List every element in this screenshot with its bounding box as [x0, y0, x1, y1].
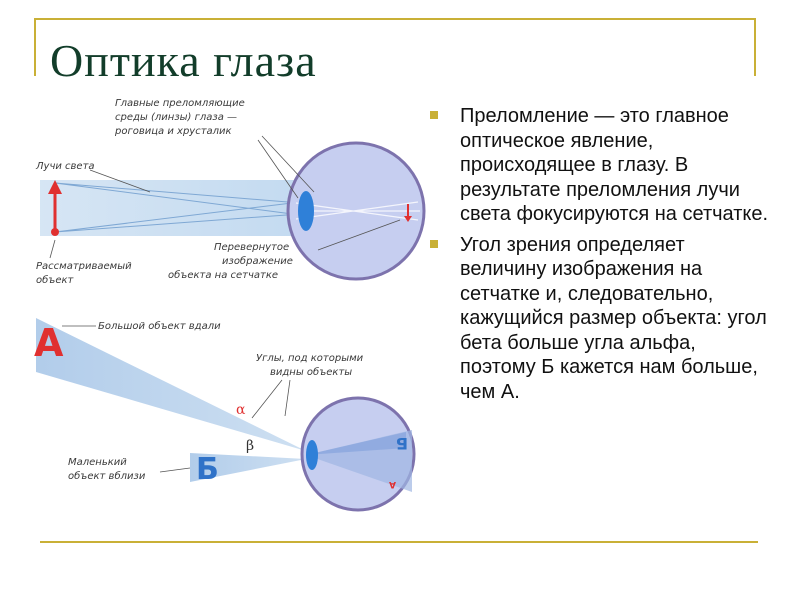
label-angles-1: Углы, под которыми — [256, 353, 364, 364]
light-beam-band — [40, 180, 300, 236]
bullet-text-visual-angle: Угол зрения определяет величину изображе… — [460, 233, 767, 403]
label-angles-2: видны объекты — [270, 366, 352, 378]
label-media-3: роговица и хрусталик — [114, 126, 232, 137]
bullet-item-visual-angle: Угол зрения определяет величину изображе… — [430, 233, 775, 405]
pointer-object — [49, 239, 56, 259]
label-big-object: Большой объект вдали — [98, 320, 221, 332]
lens-top — [298, 191, 314, 231]
label-image-2: изображение — [222, 255, 293, 267]
frame-left-line — [34, 18, 36, 76]
pointer-media — [257, 135, 315, 199]
inner-cone-small — [306, 432, 406, 455]
letter-b: Б — [196, 452, 219, 487]
bottom-eye-diagram: А Большой объект вдали Углы, под которым… — [34, 318, 416, 512]
slide-title: Оптика глаза — [50, 35, 317, 86]
frame-right-line — [754, 18, 756, 76]
small-object-cone — [190, 453, 306, 482]
label-small-object-1: Маленький — [68, 457, 127, 468]
label-media-2: среды (линзы) глаза — — [115, 112, 237, 123]
label-rays: Лучи света — [35, 161, 95, 172]
pointer-rays — [89, 169, 151, 193]
frame-bottom-line — [40, 541, 758, 543]
square-bullet-icon — [430, 111, 438, 119]
retina-letter-a-inverted: А — [389, 479, 396, 489]
label-image-3: объекта на сетчатке — [168, 269, 278, 281]
bullet-text-refraction: Преломление — это главное оптическое явл… — [460, 105, 769, 225]
top-eye-diagram: Главные преломляющие среды (линзы) глаза… — [35, 98, 426, 286]
letter-a: А — [34, 321, 64, 365]
big-object-cone — [36, 318, 306, 451]
label-object-1: Рассматриваемый — [36, 261, 132, 272]
label-media-1: Главные преломляющие — [115, 98, 245, 109]
light-rays — [54, 182, 301, 233]
object-arrow-head — [48, 180, 62, 194]
square-bullet-icon — [430, 239, 438, 248]
pointer-image — [317, 219, 401, 251]
pointer-small-object — [159, 467, 191, 473]
alpha-symbol: α — [236, 402, 246, 418]
eye-optics-diagram: Главные преломляющие среды (линзы) глаза… — [0, 80, 430, 520]
label-small-object-2: объект вблизи — [68, 470, 146, 482]
beta-symbol: β — [246, 438, 254, 454]
label-object-2: объект — [36, 274, 75, 286]
retina-letter-b-inverted: Б — [396, 434, 408, 453]
frame-top-line — [34, 18, 756, 20]
lens-bottom — [306, 440, 318, 470]
bullet-list: Преломление — это главное оптическое явл… — [430, 104, 775, 410]
bullet-item-refraction: Преломление — это главное оптическое явл… — [430, 104, 775, 227]
label-image-1: Перевернутое — [214, 242, 289, 253]
object-base-dot — [51, 228, 59, 236]
retina-image-head — [404, 216, 412, 222]
inner-rays-top — [295, 201, 420, 221]
pointer-angles — [251, 379, 291, 419]
